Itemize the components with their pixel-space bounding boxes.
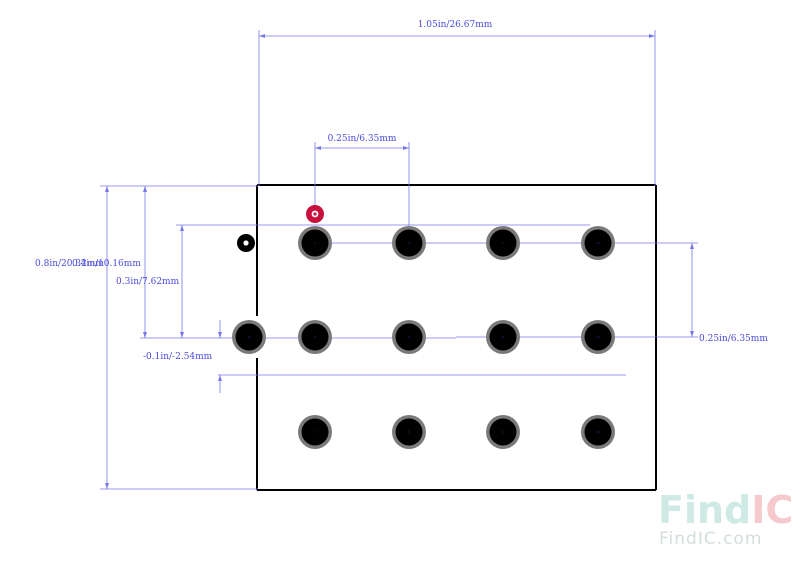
pad: 3 [298, 415, 332, 449]
pad-array: 1 4 7 10 13 2 5 8 11 3 6 9 12 [232, 226, 615, 449]
findic-watermark: FindIC FindIC.com [658, 488, 793, 549]
watermark-domain: FindIC.com [659, 529, 762, 549]
pad: 1 [298, 226, 332, 260]
dim-height-3: 0.3in/7.62mm [116, 277, 180, 287]
component-outline [256, 184, 657, 491]
pad-label: 4 [408, 241, 410, 245]
pad: 11 [581, 320, 615, 354]
pad: 12 [581, 415, 615, 449]
pad-label: 2 [314, 335, 316, 339]
pad-label: 6 [408, 430, 410, 434]
pad: 7 [486, 226, 520, 260]
pad-label: 8 [502, 335, 504, 339]
pad-label: 10 [596, 241, 600, 245]
pad: 6 [392, 415, 426, 449]
pad-label: 13 [247, 335, 251, 339]
pad-label: 3 [314, 430, 316, 434]
dim-overall-height: 0.8in/20.32mm [35, 259, 104, 269]
pad: 10 [581, 226, 615, 260]
watermark-brand-suffix: IC [751, 488, 793, 532]
pad-label: 7 [502, 241, 504, 245]
pad-label: 9 [502, 430, 504, 434]
dim-offset: -0.1in/-2.54mm [143, 352, 213, 362]
pad: 13 [232, 320, 266, 354]
watermark-brand-prefix: Find [658, 488, 751, 532]
pad-label: 12 [596, 430, 600, 434]
pad: 2 [298, 320, 332, 354]
pin1-red-marker [306, 205, 324, 223]
dimension-lines [100, 30, 698, 490]
pad-label: 11 [596, 335, 600, 339]
pad: 9 [486, 415, 520, 449]
dim-pitch-top: 0.25in/6.35mm [328, 134, 397, 144]
pad: 4 [392, 226, 426, 260]
dim-height-2: 0.4in/10.16mm [72, 259, 141, 269]
pad-label: 1 [314, 241, 316, 245]
dim-overall-width: 1.05in/26.67mm [418, 20, 493, 30]
pad: 8 [486, 320, 520, 354]
dimension-arrows [105, 34, 694, 489]
dim-pitch-right: 0.25in/6.35mm [699, 334, 768, 344]
pad: 5 [392, 320, 426, 354]
watermark-logo: FindIC [658, 488, 793, 532]
orientation-dot-marker [237, 234, 255, 252]
pad-label: 5 [408, 335, 410, 339]
